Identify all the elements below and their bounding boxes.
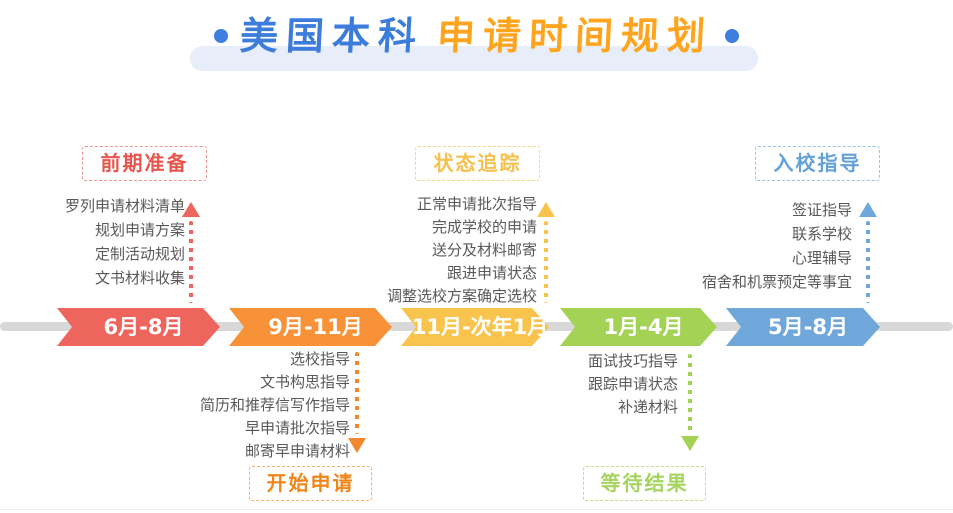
dotted-line: [355, 352, 359, 434]
stage-items-apply: 选校指导 文书构思指导 简历和推荐信写作指导 早申请批次指导 邮寄早申请材料: [200, 348, 350, 463]
list-item: 规划申请方案: [94, 221, 185, 239]
down-arrow-icon: [681, 436, 699, 451]
timeline-segment-jun-aug: 6月-8月: [57, 308, 220, 346]
dotted-line: [688, 354, 692, 434]
list-item: 补递材料: [617, 398, 678, 416]
bottom-divider: [0, 509, 953, 510]
dotted-line: [189, 221, 193, 303]
title-right-bullet-icon: [724, 29, 739, 43]
list-item: 跟进申请状态: [446, 264, 537, 282]
timeline-segment-jan-apr: 1月-4月: [560, 308, 717, 346]
stage-label-preparation: 前期准备: [82, 146, 207, 181]
stage-label-apply: 开始申请: [249, 466, 372, 501]
title-text-blue: 美国本科: [239, 14, 426, 58]
list-item: 完成学校的申请: [431, 218, 537, 236]
page-title: 美国本科 申请时间规划: [0, 10, 953, 71]
up-arrow-icon: [182, 202, 200, 217]
list-item: 文书构思指导: [259, 373, 350, 391]
list-item: 面试技巧指导: [587, 352, 678, 370]
stage-items-status-tracking: 正常申请批次指导 完成学校的申请 送分及材料邮寄 跟进申请状态 调整选校方案确定…: [387, 193, 537, 308]
list-item: 正常申请批次指导: [416, 195, 537, 213]
list-item: 调整选校方案确定选校: [386, 287, 537, 305]
list-item: 宿舍和机票预定等事宜: [701, 273, 852, 291]
list-item: 联系学校: [791, 225, 852, 243]
list-item: 早申请批次指导: [244, 419, 350, 437]
dotted-line: [866, 221, 870, 303]
dotted-line: [544, 221, 548, 303]
title-text-orange: 申请时间规划: [435, 14, 714, 58]
list-item: 定制活动规划: [94, 245, 185, 263]
list-item: 跟踪申请状态: [587, 375, 678, 393]
title-highlight-band: [190, 46, 758, 71]
up-arrow-icon: [537, 202, 555, 217]
stage-label-wait-results: 等待结果: [583, 466, 706, 501]
list-item: 选校指导: [289, 350, 350, 368]
list-item: 送分及材料邮寄: [431, 241, 537, 259]
stage-items-enrollment-guidance: 签证指导 联系学校 心理辅导 宿舍和机票预定等事宜: [702, 198, 852, 294]
timeline-segment-nov-jan: 11月-次年1月: [401, 308, 549, 346]
list-item: 签证指导: [791, 201, 852, 219]
list-item: 邮寄早申请材料: [244, 442, 350, 460]
stage-label-status-tracking: 状态追踪: [415, 146, 540, 181]
stage-items-preparation: 罗列申请材料清单 规划申请方案 定制活动规划 文书材料收集: [65, 194, 185, 290]
list-item: 心理辅导: [791, 249, 852, 267]
timeline-segment-sep-nov: 9月-11月: [229, 308, 392, 346]
stage-label-enrollment-guidance: 入校指导: [755, 146, 880, 181]
list-item: 文书材料收集: [94, 269, 185, 287]
title-left-bullet-icon: [214, 29, 229, 43]
stage-items-wait-results: 面试技巧指导 跟踪申请状态 补递材料: [588, 350, 678, 419]
down-arrow-icon: [348, 438, 366, 453]
timeline-segment-may-aug: 5月-8月: [726, 308, 880, 346]
list-item: 罗列申请材料清单: [64, 197, 185, 215]
up-arrow-icon: [859, 202, 877, 217]
list-item: 简历和推荐信写作指导: [199, 396, 350, 414]
